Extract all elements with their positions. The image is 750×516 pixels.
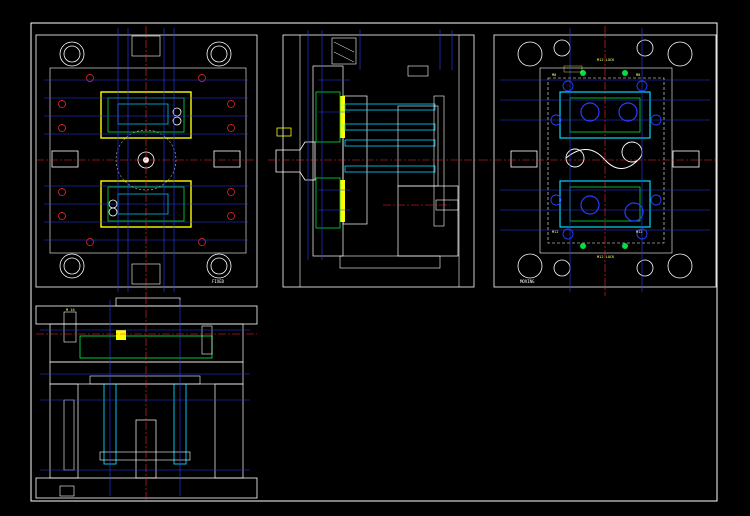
- guide-pillar-icon: [59, 41, 232, 279]
- bolt-icon: [331, 37, 357, 65]
- drawing-frame: [30, 22, 718, 502]
- callout-top-a: M12 LOCK: [597, 58, 615, 62]
- callout-side-top: M 16: [66, 308, 75, 312]
- view-caption-moving: MOVING: [520, 279, 535, 284]
- callout-bot-a: M12: [552, 230, 559, 234]
- bolt-icon: [63, 311, 77, 343]
- bolt-icon: [58, 74, 235, 246]
- callout-top-b: M12 LOCK: [597, 255, 615, 259]
- callout-mid-a: M8: [552, 73, 556, 77]
- callout-mid-b: M8: [636, 73, 640, 77]
- plan-view-moving-half: M12 LOCK M12 LOCK M8 M8 M12 M12 MOVING: [480, 26, 717, 296]
- plan-view-fixed-half: FIXED: [35, 26, 258, 296]
- section-view: [268, 30, 480, 288]
- ejector-pin-icon: [344, 103, 436, 173]
- callout-bot-b: M12: [636, 230, 643, 234]
- side-elevation-view: M 16: [35, 296, 258, 500]
- guide-pillar-icon: [517, 39, 693, 279]
- view-caption-fixed: FIXED: [212, 279, 225, 284]
